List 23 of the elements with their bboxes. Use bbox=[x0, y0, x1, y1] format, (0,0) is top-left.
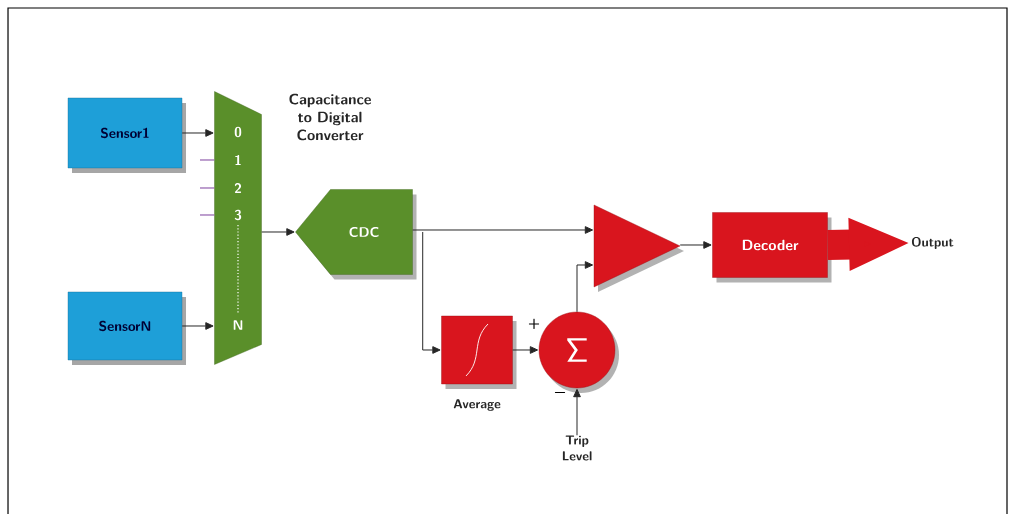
node-label: Trip Level bbox=[562, 435, 592, 461]
sensor-box: Sensor1 bbox=[67, 97, 186, 173]
connector-line bbox=[199, 214, 215, 216]
edge-label: − bbox=[553, 390, 567, 397]
edge-label: + bbox=[527, 317, 541, 331]
arrow bbox=[512, 346, 539, 354]
decoder-box: Decoder bbox=[712, 212, 832, 283]
heading-label: Capacitance to Digital Converter bbox=[289, 93, 371, 141]
arrow bbox=[181, 322, 214, 330]
arrow bbox=[679, 241, 712, 249]
node-label: Output bbox=[912, 237, 954, 249]
filter-box bbox=[441, 315, 517, 389]
arrow bbox=[412, 226, 594, 234]
connector-line bbox=[199, 159, 215, 161]
arrow bbox=[432, 346, 441, 354]
node-caption: Average bbox=[453, 399, 501, 411]
sensor-box: SensorN bbox=[67, 291, 186, 365]
connector-line bbox=[199, 187, 215, 189]
arrow bbox=[573, 388, 581, 436]
arrow bbox=[261, 228, 295, 236]
comparator-triangle bbox=[593, 204, 684, 292]
arrow bbox=[576, 261, 594, 313]
arrow bbox=[181, 129, 214, 137]
